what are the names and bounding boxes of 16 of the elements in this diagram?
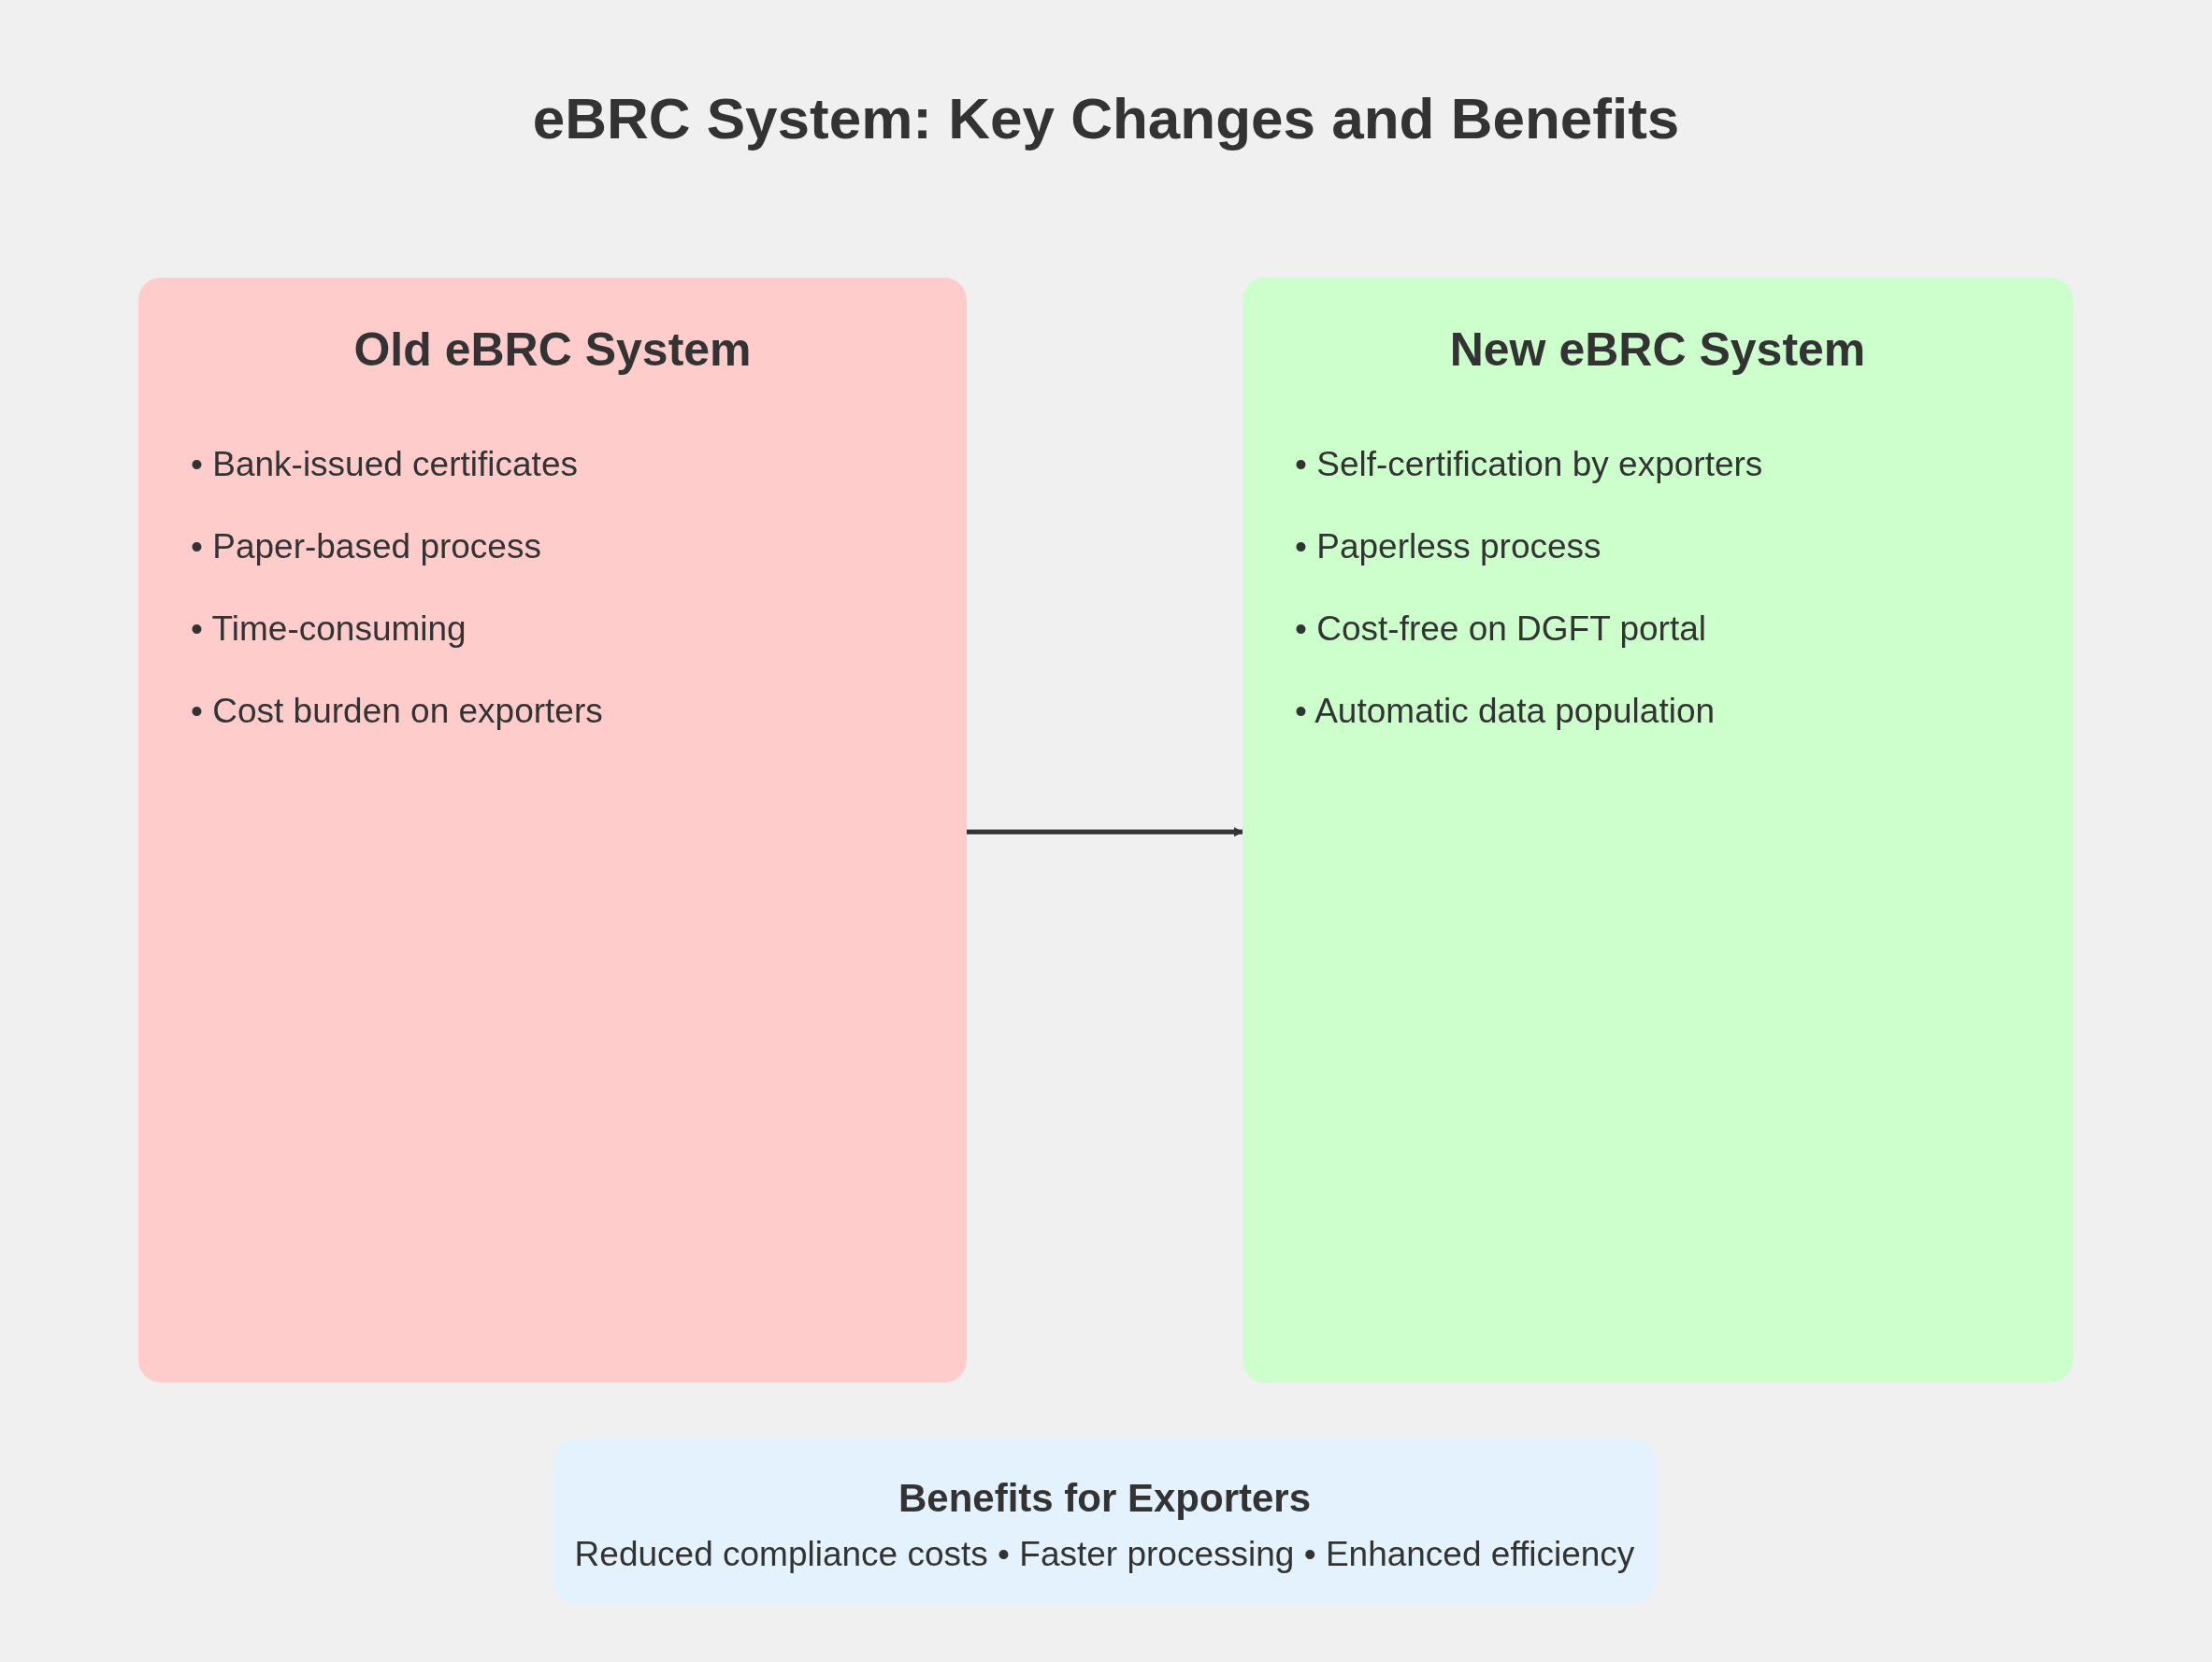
bullet-item: • Automatic data population [1295, 691, 1716, 732]
bullet-item: • Time-consuming [191, 609, 467, 650]
bullet-item: • Cost-free on DGFT portal [1295, 609, 1706, 650]
system-panel [1242, 278, 2073, 1383]
panel-heading: Old eBRC System [352, 322, 753, 378]
bullet-item: • Cost burden on exporters [191, 691, 603, 732]
bullet-item: • Paper-based process [191, 526, 541, 567]
bullet-item: • Bank-issued certificates [191, 444, 578, 485]
bullet-item: • Self-certification by exporters [1295, 444, 1763, 485]
system-panel [138, 278, 967, 1383]
panel-heading: New eBRC System [1448, 322, 1867, 378]
bullet-item: • Paperless process [1295, 526, 1602, 567]
arrow [967, 827, 1243, 837]
panel-heading: Benefits for Exporters [897, 1475, 1313, 1522]
benefits-text: Reduced compliance costs • Faster processing • Enhanced efficiency [573, 1534, 1636, 1575]
diagram-title: eBRC System: Key Changes and Benefits [531, 85, 1681, 152]
